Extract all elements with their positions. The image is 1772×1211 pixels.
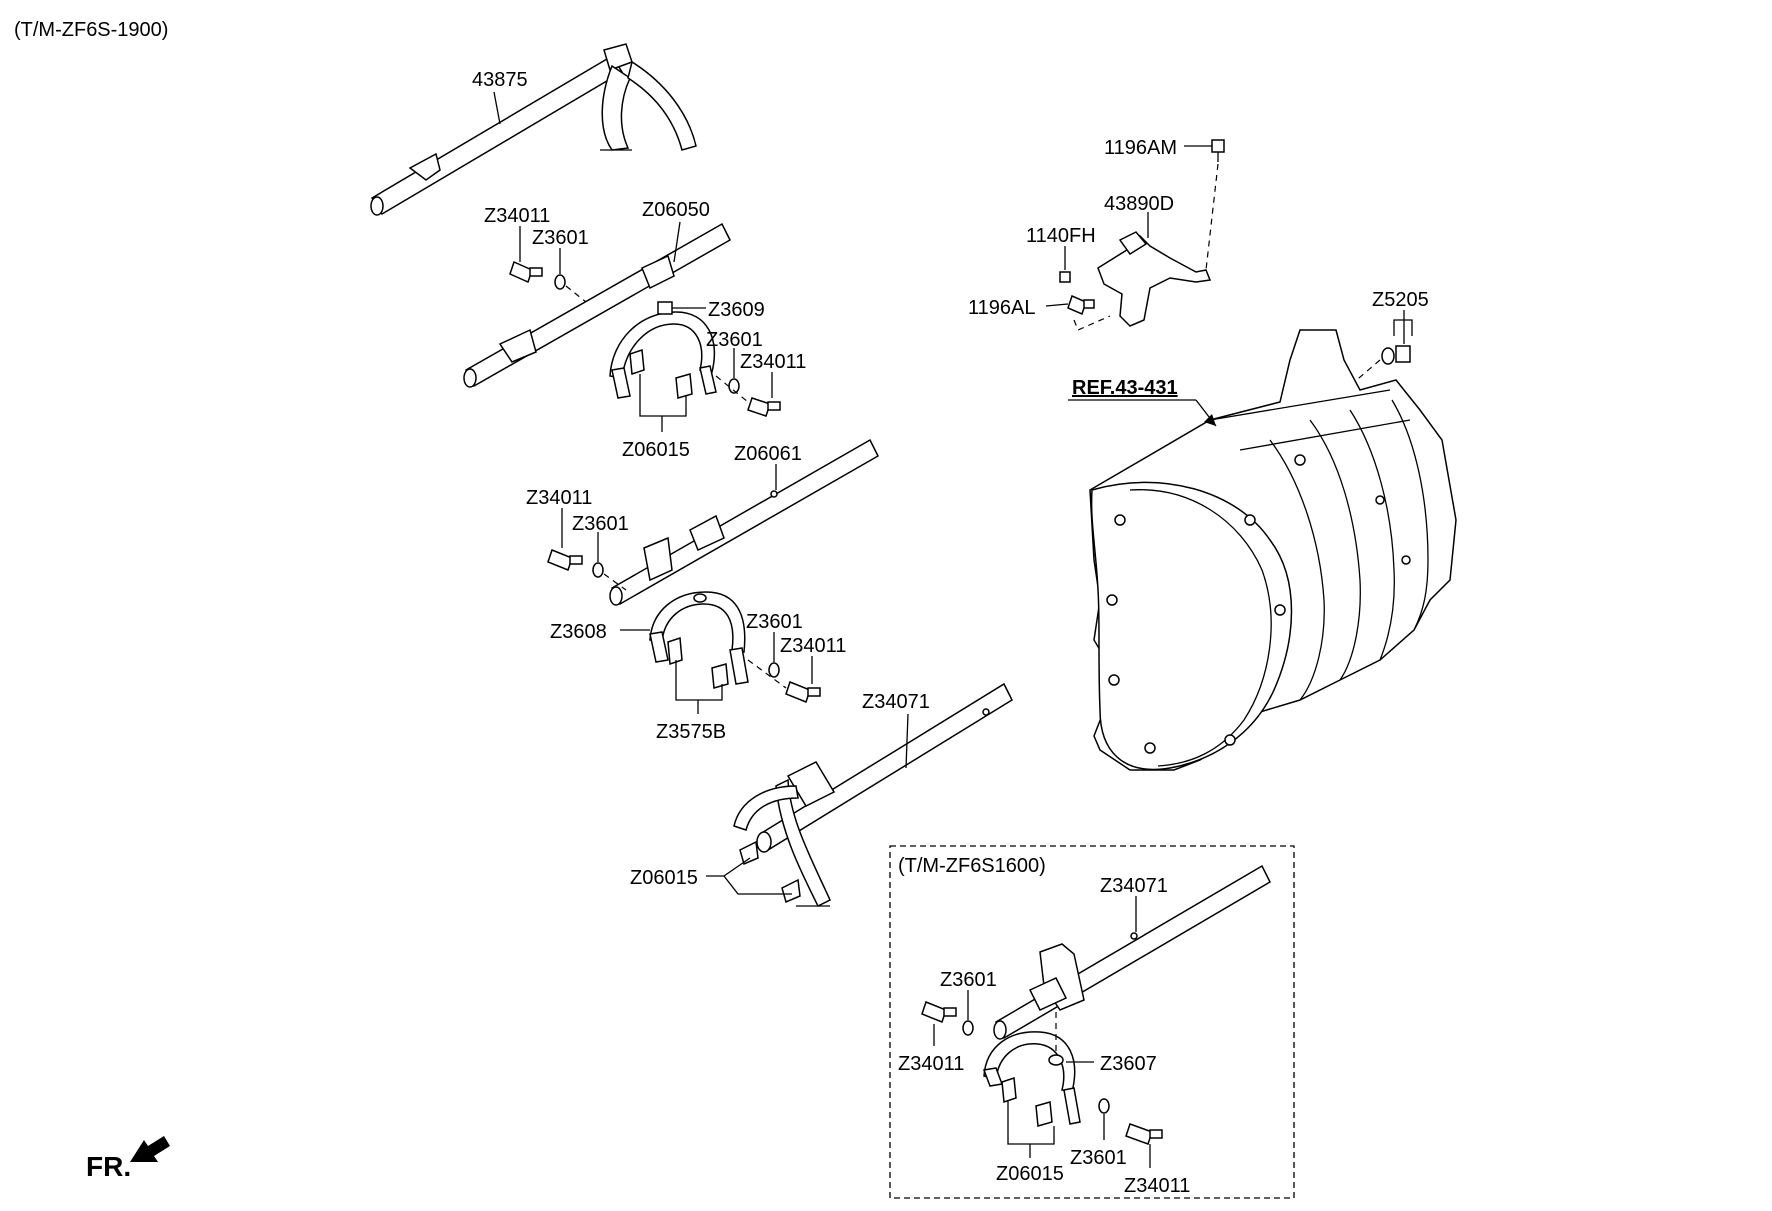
- label-z3601-c: Z3601: [572, 513, 629, 535]
- label-z3608: Z3608: [550, 621, 607, 643]
- label-z34011-c: Z34011: [526, 487, 592, 509]
- inset-label-z34011-left: Z34011: [898, 1053, 964, 1075]
- front-label: FR.: [86, 1151, 131, 1182]
- bolt-z34011-c[interactable]: [547, 549, 583, 571]
- bolt-z34011-b[interactable]: [747, 397, 781, 417]
- shift-rod-z34071[interactable]: [733, 682, 1013, 908]
- label-1196al: 1196AL: [968, 297, 1035, 319]
- shift-rod-43875[interactable]: [370, 43, 697, 216]
- washer-z3601-d[interactable]: [768, 662, 780, 678]
- inset-shift-fork-z3607[interactable]: [982, 1031, 1081, 1127]
- inset-label-z3601-top: Z3601: [940, 969, 997, 991]
- bolt-z34011-a[interactable]: [509, 260, 543, 284]
- transmission-case: [1089, 329, 1457, 771]
- plug-z5205[interactable]: [1381, 345, 1411, 365]
- inset-label-z34011-bottom: Z34011: [1124, 1175, 1190, 1197]
- fr-arrow-icon: [130, 1136, 170, 1162]
- label-z3575b: Z3575B: [656, 721, 726, 743]
- inset-label-z3607: Z3607: [1100, 1053, 1157, 1075]
- inset-shift-rod-z34071[interactable]: [993, 864, 1271, 1040]
- washer-z3601-c[interactable]: [592, 562, 604, 578]
- variant-label: (T/M-ZF6S-1900): [14, 19, 168, 41]
- label-z34071-a: Z34071: [862, 691, 930, 713]
- label-z34011-b: Z34011: [740, 351, 806, 373]
- inset-label-z3601-bottom: Z3601: [1070, 1147, 1127, 1169]
- inset-washer-z3601-bottom[interactable]: [1098, 1098, 1110, 1114]
- label-z3601-b: Z3601: [706, 329, 763, 351]
- label-z3609: Z3609: [708, 299, 765, 321]
- inset-label-z06015: Z06015: [996, 1163, 1064, 1185]
- bolt-1196am[interactable]: [1211, 139, 1225, 162]
- label-z3601-a: Z3601: [532, 227, 589, 249]
- inset-label-z34071: Z34071: [1100, 875, 1168, 897]
- label-z06015-a: Z06015: [622, 439, 690, 461]
- ref-label[interactable]: REF.43-431: [1072, 377, 1178, 399]
- bracket-43890d[interactable]: [1097, 231, 1212, 327]
- label-1196am: 1196AM: [1104, 137, 1177, 159]
- inset-bolt-z34011-left[interactable]: [921, 1001, 957, 1023]
- label-43875: 43875: [472, 69, 528, 91]
- label-z3601-d: Z3601: [746, 611, 803, 633]
- inset-bolt-z34011-bottom[interactable]: [1125, 1123, 1163, 1145]
- label-z06015-b: Z06015: [630, 867, 698, 889]
- bolt-1140fh[interactable]: [1059, 271, 1071, 283]
- shift-rod-z06050[interactable]: [463, 222, 731, 388]
- label-43890d: 43890D: [1104, 193, 1174, 215]
- label-z06050: Z06050: [642, 199, 710, 221]
- bolt-z34011-d[interactable]: [785, 681, 821, 703]
- label-1140fh: 1140FH: [1026, 225, 1096, 247]
- label-z06061: Z06061: [734, 443, 802, 465]
- washer-z3601-a[interactable]: [554, 274, 566, 290]
- inset-washer-z3601-top[interactable]: [962, 1020, 974, 1036]
- inset-title: (T/M-ZF6S1600): [898, 855, 1046, 877]
- bolt-1196al[interactable]: [1067, 294, 1095, 316]
- label-z5205: Z5205: [1372, 289, 1429, 311]
- shift-fork-z3608[interactable]: [649, 591, 749, 689]
- shift-fork-z3609[interactable]: [609, 301, 717, 399]
- label-z34011-d: Z34011: [780, 635, 846, 657]
- shift-rod-z06061[interactable]: [609, 438, 879, 606]
- label-z34011-a: Z34011: [484, 205, 550, 227]
- inset-box: [889, 845, 1295, 1199]
